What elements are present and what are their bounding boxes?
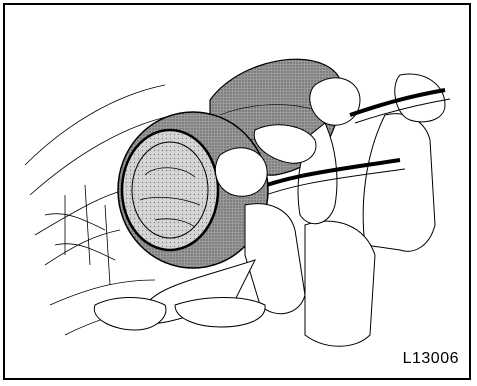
airbag-deployment-illustration <box>5 5 469 378</box>
figure-code-label: L13006 <box>403 350 459 368</box>
illustration-frame: L13006 <box>3 3 471 380</box>
